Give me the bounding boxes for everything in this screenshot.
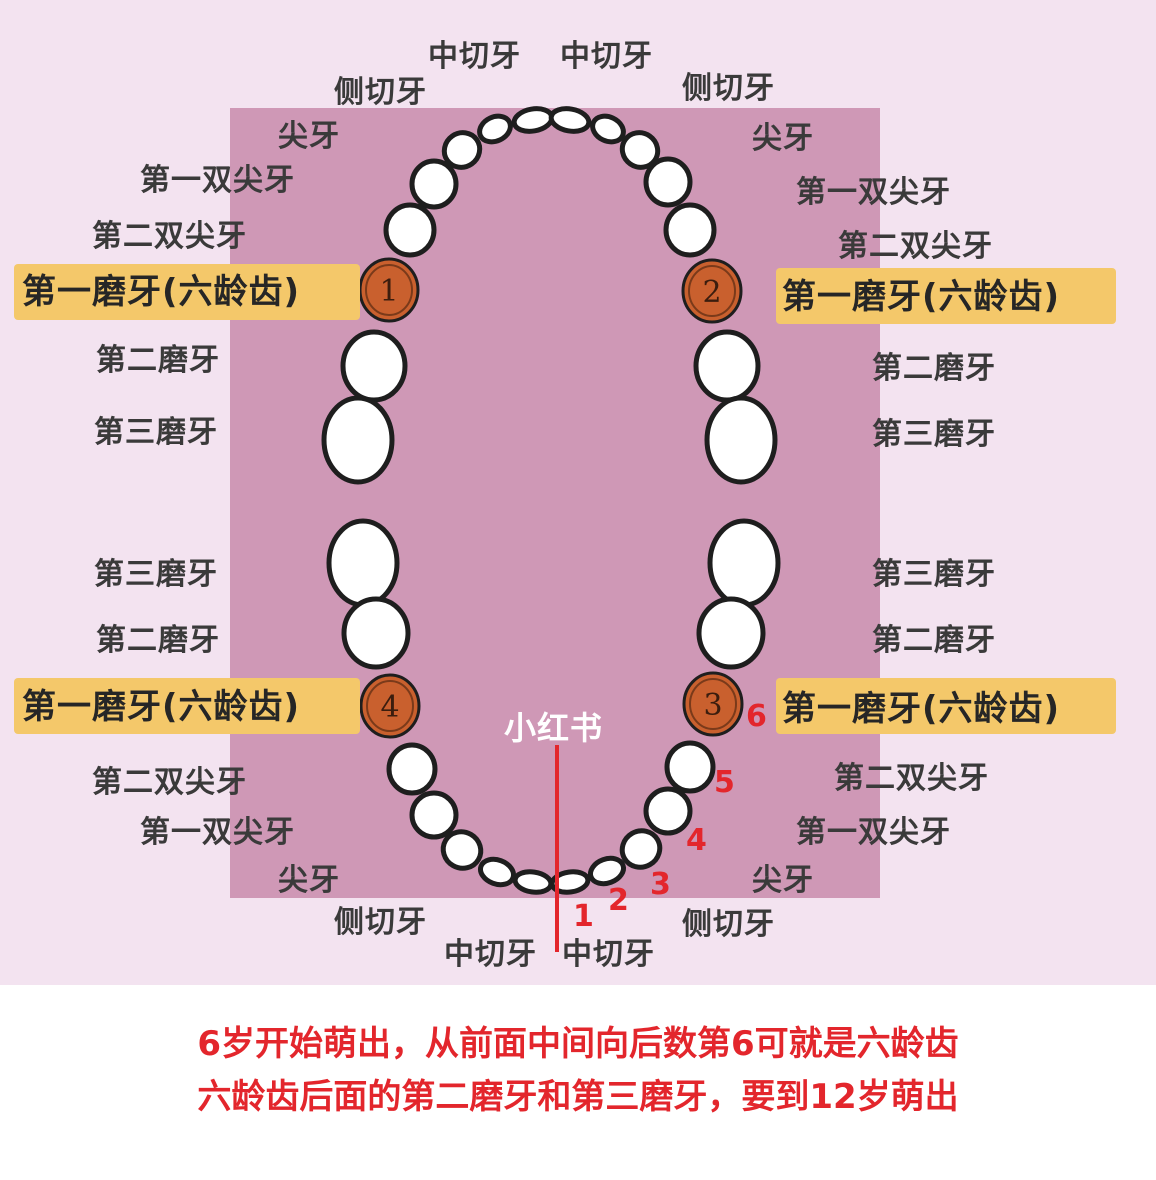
caption-line-1: 6岁开始萌出，从前面中间向后数第6可就是六龄齿	[197, 1024, 959, 1064]
tooth-upper-lateral-right	[590, 113, 626, 145]
label-upper-first-molar-left: 第一磨牙(六龄齿)	[22, 272, 301, 312]
label-highlight-upper-left	[14, 264, 360, 320]
tooth-lower-molar1-right-inner-ring	[689, 678, 737, 730]
label-lower-first-premolar-right: 第一双尖牙	[796, 815, 951, 850]
label-lower-lateral-incisor-right: 侧切牙	[682, 907, 775, 942]
tooth-lower-molar3-left	[326, 518, 400, 608]
tooth-upper-molar2-right	[693, 329, 761, 403]
label-upper-second-molar-left: 第二磨牙	[96, 343, 220, 378]
tooth-lower-premolar2-left	[386, 742, 438, 796]
tooth-lower-canine-left	[440, 829, 484, 871]
count-marker-3: 3	[650, 867, 671, 902]
tooth-lower-central-left	[512, 869, 554, 895]
count-marker-6: 6	[746, 699, 767, 734]
tooth-upper-canine-right	[619, 130, 661, 170]
label-upper-central-incisor-left: 中切牙	[428, 39, 521, 74]
tooth-upper-premolar1-left	[409, 158, 459, 210]
molar-number-1: 1	[379, 274, 398, 309]
label-lower-first-premolar-left: 第一双尖牙	[140, 815, 295, 850]
label-upper-first-premolar-left: 第一双尖牙	[140, 163, 295, 198]
tooth-upper-molar1-right-inner-ring	[688, 265, 736, 317]
label-upper-canine-right: 尖牙	[752, 121, 814, 156]
label-lower-canine-right: 尖牙	[752, 863, 814, 898]
tooth-lower-premolar1-left	[409, 790, 459, 840]
label-lower-third-molar-left: 第三磨牙	[94, 557, 218, 592]
tooth-lower-central-right	[549, 869, 591, 895]
watermark-text: 小红书	[504, 709, 604, 747]
label-lower-second-molar-right: 第二磨牙	[872, 623, 996, 658]
tooth-lower-lateral-right	[588, 855, 626, 887]
tooth-lower-molar1-left-inner-ring	[366, 680, 414, 732]
label-upper-canine-left: 尖牙	[278, 119, 340, 154]
label-upper-central-incisor-right: 中切牙	[560, 39, 653, 74]
tooth-upper-molar1-right	[681, 258, 743, 324]
tooth-upper-premolar2-right	[663, 202, 717, 258]
label-lower-second-premolar-left: 第二双尖牙	[92, 765, 247, 800]
label-upper-first-molar-right: 第一磨牙(六龄齿)	[782, 277, 1061, 317]
label-lower-central-incisor-right: 中切牙	[562, 937, 655, 972]
tooth-upper-canine-left	[441, 130, 483, 170]
label-highlight-lower-right	[776, 678, 1116, 734]
tooth-lower-molar3-right	[707, 518, 781, 608]
tooth-upper-molar2-left	[340, 329, 408, 403]
tooth-lower-molar1-right	[682, 671, 744, 737]
label-lower-third-molar-right: 第三磨牙	[872, 557, 996, 592]
molar-number-4: 4	[380, 690, 399, 725]
count-marker-2: 2	[608, 883, 629, 918]
tooth-lower-canine-right	[619, 828, 663, 870]
tooth-lower-molar1-left	[359, 673, 421, 739]
tooth-lower-molar2-left	[341, 596, 411, 670]
label-lower-first-molar-left: 第一磨牙(六龄齿)	[22, 687, 301, 727]
label-lower-second-molar-left: 第二磨牙	[96, 623, 220, 658]
label-upper-lateral-incisor-right: 侧切牙	[682, 71, 775, 106]
count-marker-5: 5	[714, 765, 735, 800]
label-highlight-upper-right	[776, 268, 1116, 324]
label-upper-third-molar-right: 第三磨牙	[872, 417, 996, 452]
count-marker-4: 4	[686, 823, 707, 858]
tooth-upper-molar3-left	[321, 395, 395, 485]
tooth-lower-molar2-right	[696, 596, 766, 670]
tooth-upper-molar3-right	[704, 395, 778, 485]
molar-number-3: 3	[703, 688, 722, 723]
tooth-lower-lateral-left	[478, 856, 516, 888]
label-upper-first-premolar-right: 第一双尖牙	[796, 175, 951, 210]
label-lower-canine-left: 尖牙	[278, 863, 340, 898]
label-lower-central-incisor-left: 中切牙	[444, 937, 537, 972]
label-upper-lateral-incisor-left: 侧切牙	[334, 75, 427, 110]
tooth-upper-premolar1-right	[643, 156, 693, 208]
molar-number-2: 2	[702, 275, 721, 310]
tooth-lower-premolar2-right	[664, 740, 716, 794]
label-lower-lateral-incisor-left: 侧切牙	[334, 905, 427, 940]
caption-line-2: 六龄齿后面的第二磨牙和第三磨牙，要到12岁萌出	[197, 1077, 959, 1117]
count-marker-1: 1	[573, 899, 594, 934]
tooth-upper-lateral-left	[477, 113, 513, 145]
tooth-upper-molar1-left	[358, 257, 420, 323]
label-lower-second-premolar-right: 第二双尖牙	[834, 761, 989, 796]
tooth-lower-premolar1-right	[643, 786, 693, 836]
label-upper-second-premolar-right: 第二双尖牙	[838, 229, 993, 264]
label-lower-first-molar-right: 第一磨牙(六龄齿)	[782, 689, 1061, 729]
label-upper-second-premolar-left: 第二双尖牙	[92, 219, 247, 254]
tooth-upper-central-right	[548, 106, 592, 134]
label-upper-third-molar-left: 第三磨牙	[94, 415, 218, 450]
tooth-upper-central-left	[511, 106, 555, 134]
label-highlight-lower-left	[14, 678, 360, 734]
label-upper-second-molar-right: 第二磨牙	[872, 351, 996, 386]
tooth-upper-molar1-left-inner-ring	[365, 264, 413, 316]
tooth-upper-premolar2-left	[383, 202, 437, 258]
